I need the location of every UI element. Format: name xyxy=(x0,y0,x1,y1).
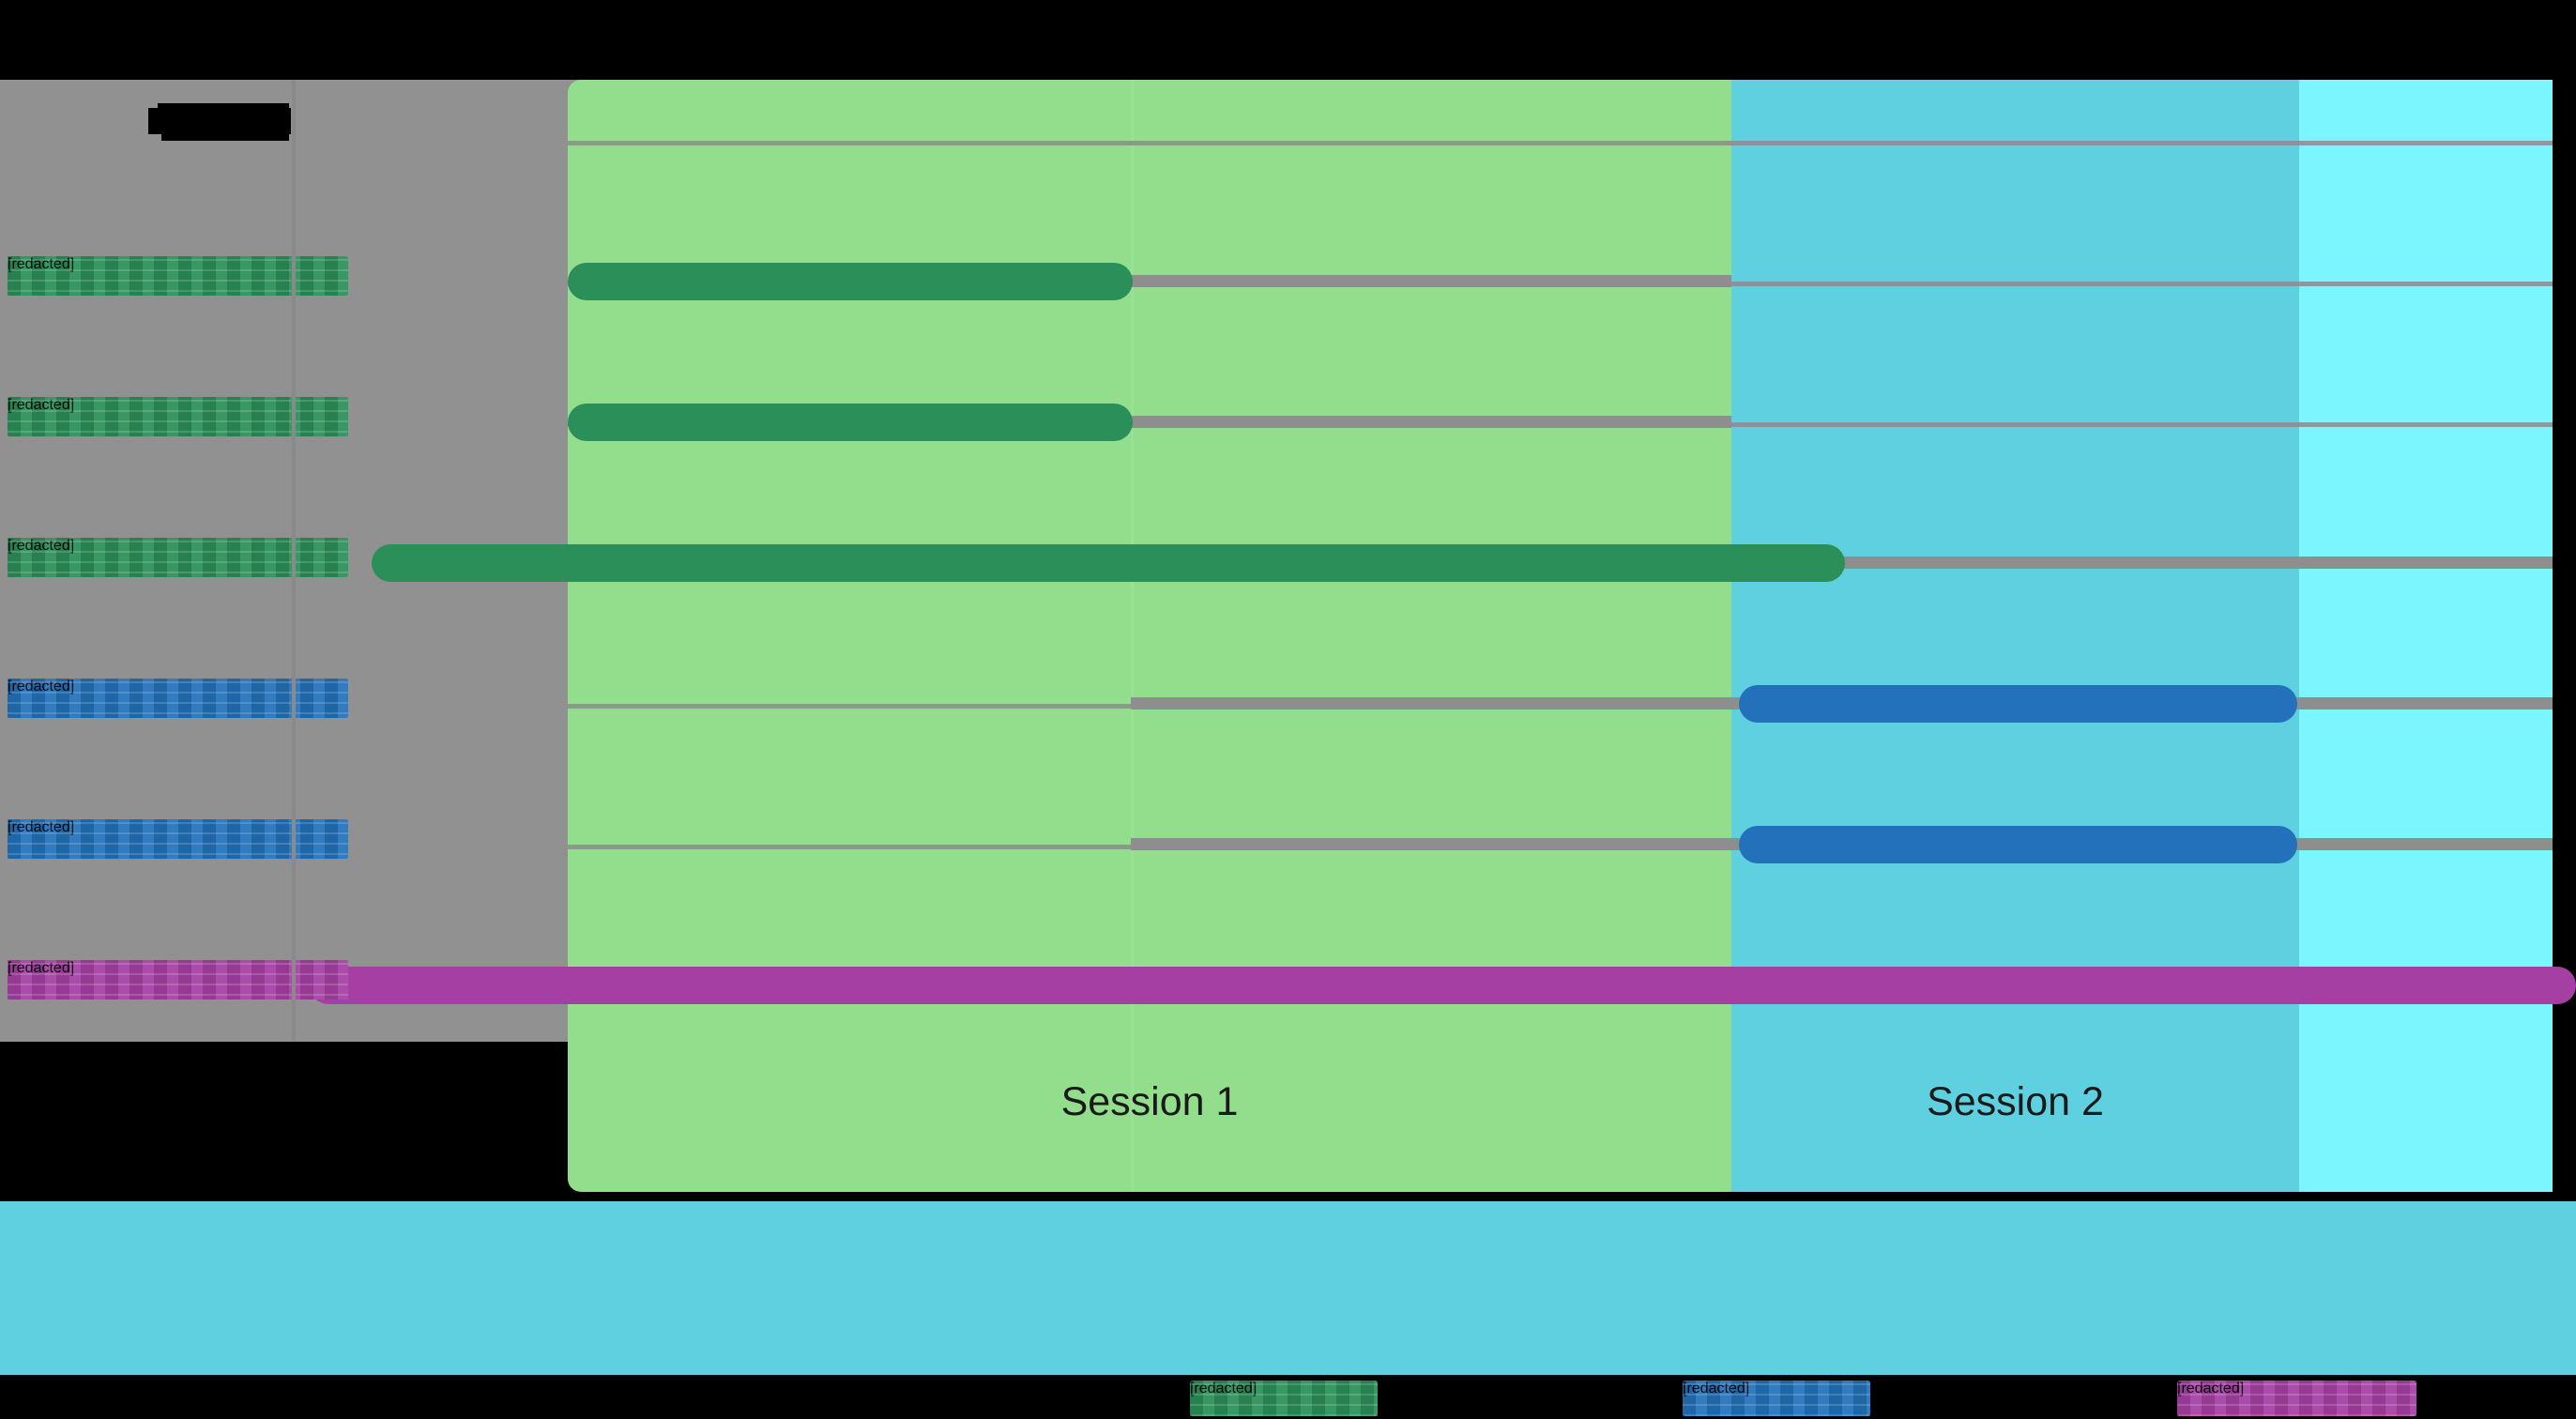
task-label-text: [redacted] xyxy=(8,397,348,436)
task-bar-5[interactable] xyxy=(1739,826,2297,863)
task-slack-line xyxy=(1126,275,1731,287)
task-label-text: [redacted] xyxy=(8,256,348,296)
session-band-3 xyxy=(2299,80,2553,1192)
task-label-text: [redacted] xyxy=(8,538,348,577)
footer-band xyxy=(0,1201,2576,1375)
session-band-2 xyxy=(1731,80,2299,1192)
task-label-2[interactable]: [redacted] xyxy=(8,397,348,436)
legend-swatch-blue: [redacted] xyxy=(1683,1381,1870,1416)
task-label-text: [redacted] xyxy=(8,819,348,859)
label-column-divider xyxy=(292,80,296,1042)
legend-label-green: [redacted] xyxy=(1190,1381,1378,1416)
gridline xyxy=(568,141,2553,145)
task-bar-3[interactable] xyxy=(372,544,1845,582)
task-label-3[interactable]: [redacted] xyxy=(8,538,348,577)
band-seam xyxy=(1131,80,1134,1192)
session-band-1-label: Session 1 xyxy=(1060,1079,1239,1124)
task-bar-1[interactable] xyxy=(568,263,1133,300)
task-label-text: [redacted] xyxy=(8,679,348,718)
task-label-5[interactable]: [redacted] xyxy=(8,819,348,859)
task-bar-4[interactable] xyxy=(1739,685,2297,723)
legend-swatch-green: [redacted] xyxy=(1190,1381,1378,1416)
legend-label-magenta: [redacted] xyxy=(2177,1381,2416,1416)
session-band-2-label: Session 2 xyxy=(1927,1079,2104,1124)
task-slack-line xyxy=(1835,557,2553,569)
chart-legend: [redacted] [redacted] [redacted] xyxy=(0,1375,2576,1419)
session-band-1 xyxy=(568,80,1731,1192)
task-bar-2[interactable] xyxy=(568,404,1133,441)
task-label-1[interactable]: [redacted] xyxy=(8,256,348,296)
chart-title-redacted xyxy=(161,127,289,141)
task-label-6[interactable]: [redacted] xyxy=(8,960,348,999)
task-label-text: [redacted] xyxy=(8,960,348,999)
legend-label-blue: [redacted] xyxy=(1683,1381,1870,1416)
task-bar-6[interactable] xyxy=(310,967,2576,1004)
chart-plot-area: [redacted] [redacted] [redacted] [redact… xyxy=(0,80,2576,1375)
task-label-4[interactable]: [redacted] xyxy=(8,679,348,718)
legend-swatch-magenta: [redacted] xyxy=(2177,1381,2416,1416)
task-slack-line xyxy=(1126,416,1731,428)
task-label-column: [redacted] [redacted] [redacted] [redact… xyxy=(0,80,348,1042)
